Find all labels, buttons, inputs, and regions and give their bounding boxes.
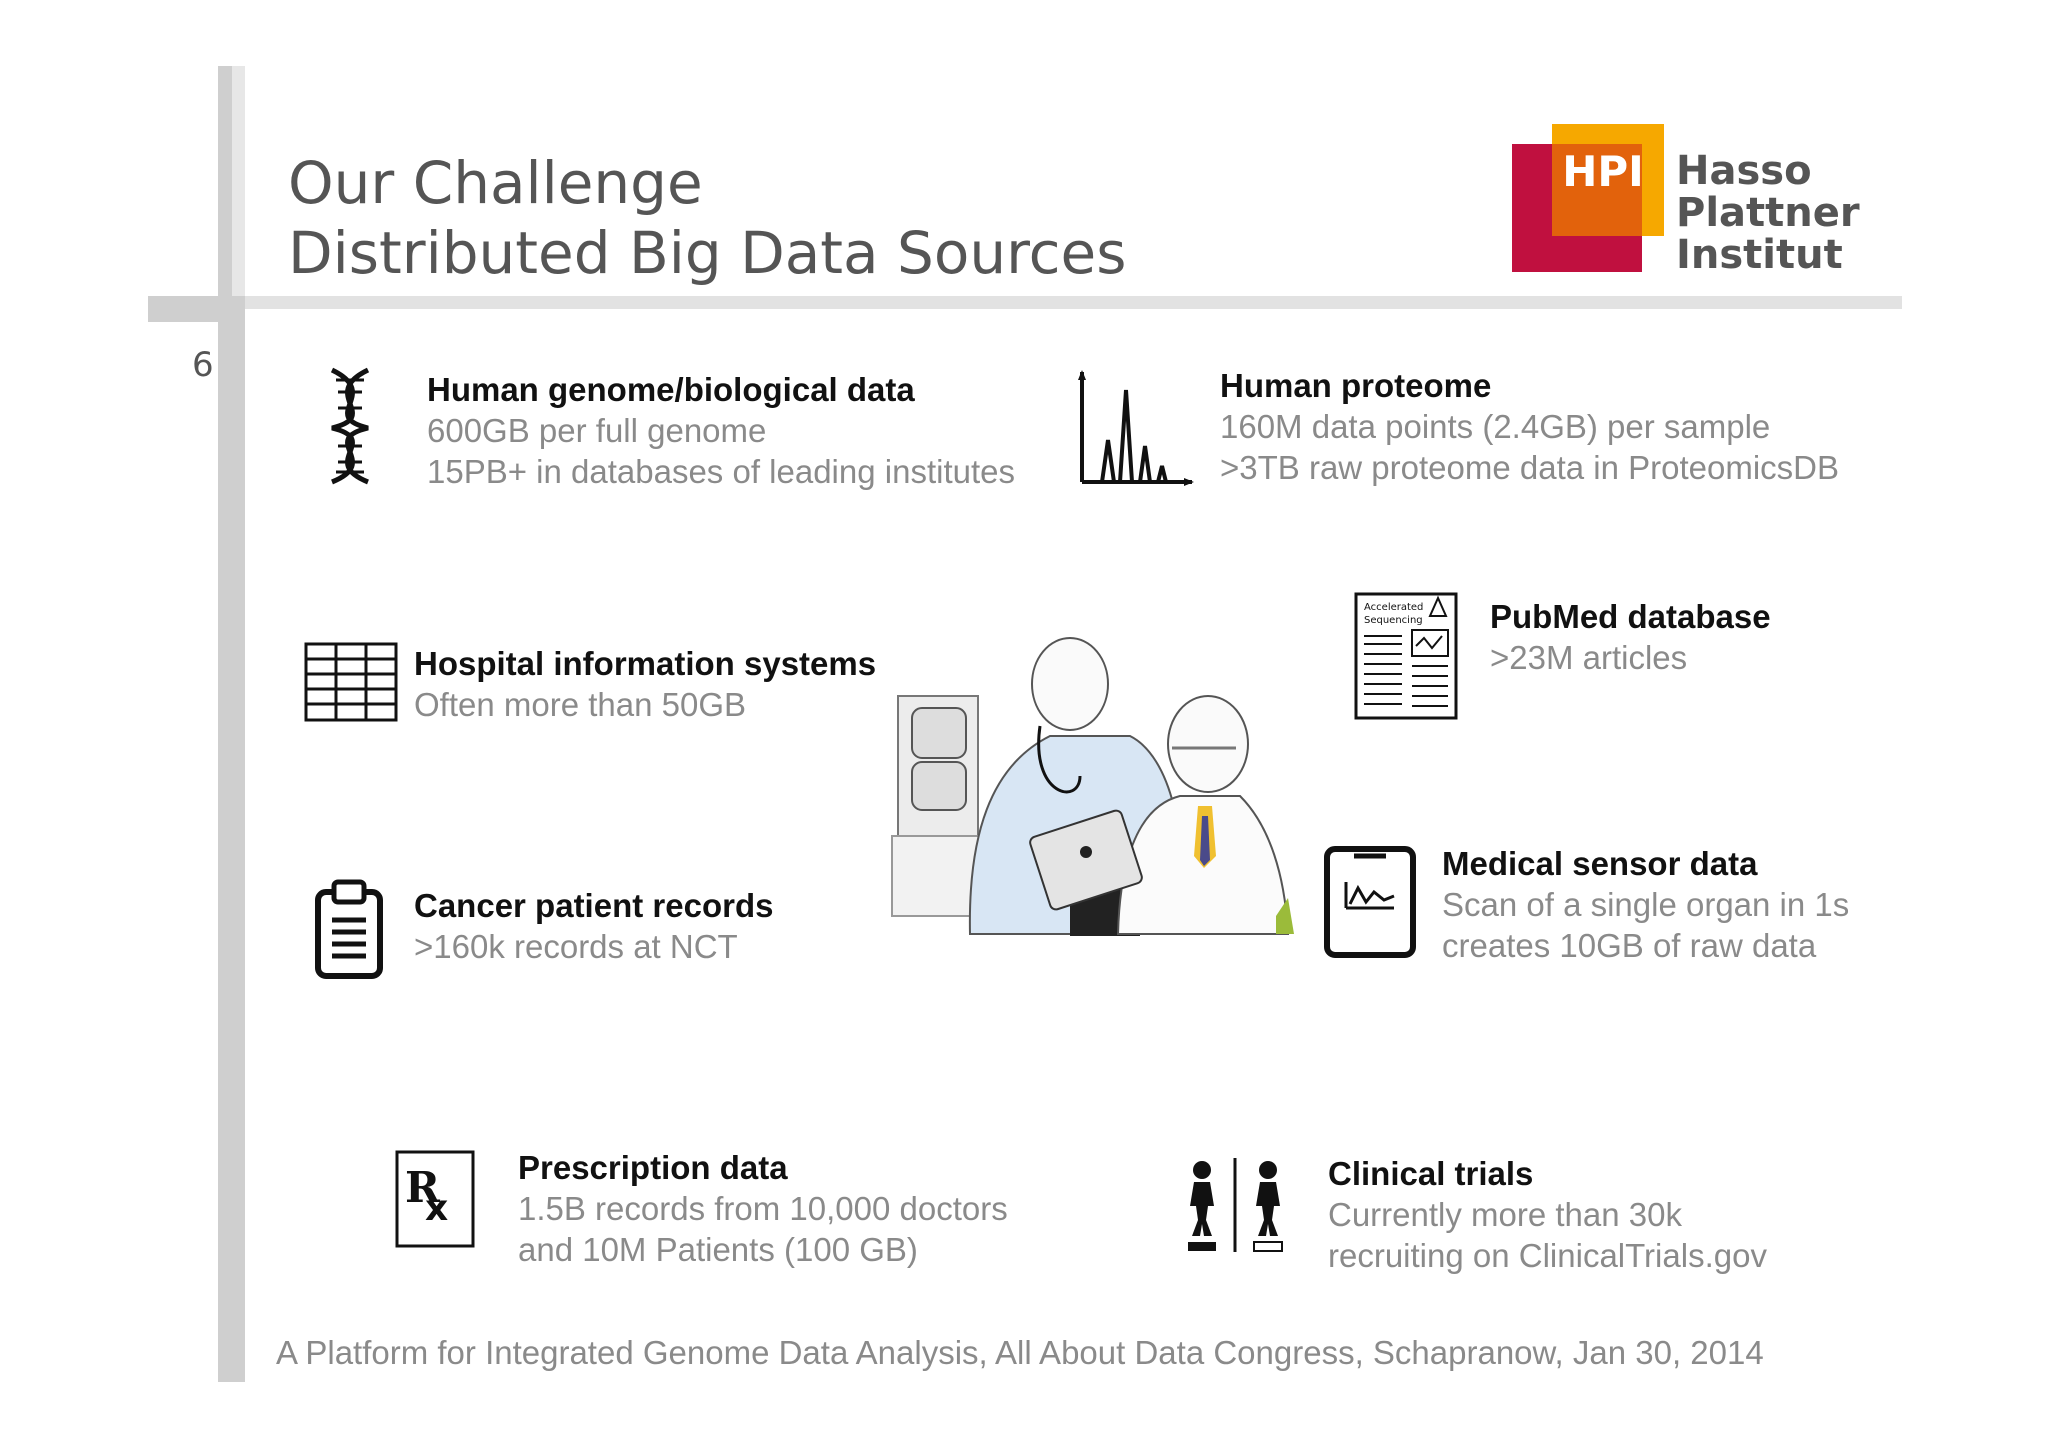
item-title: Human proteome [1220,367,1492,404]
item-line: >23M articles [1490,639,1688,676]
hpi-logo: HPI [1512,124,1842,274]
item-line: >160k records at NCT [414,928,738,965]
logo-orange-square [1552,144,1642,236]
dna-icon [330,367,370,485]
item-title: Prescription data [518,1149,788,1186]
item-cancer: Cancer patient records >160k records at … [414,886,773,967]
item-line: >3TB raw proteome data in ProteomicsDB [1220,449,1840,486]
item-title: Human genome/biological data [427,371,915,408]
icon-caption: Sequencing [1364,615,1423,626]
svg-text:R: R [405,1163,441,1212]
journal-article-icon: Accelerated Sequencing [1354,592,1458,720]
prescription-rx-icon: R x [395,1150,475,1248]
logo-abbr: HPI [1562,147,1644,196]
patients-icon [1188,1158,1283,1252]
logo-name-line1: Hasso [1676,148,1812,194]
item-title: Clinical trials [1328,1155,1534,1192]
logo-name-line2: Plattner [1676,190,1860,236]
item-line: 600GB per full genome [427,412,767,449]
doctors-illustration [891,637,1294,936]
clipboard-icon [315,879,383,979]
slide-footer: A Platform for Integrated Genome Data An… [276,1334,1764,1371]
slide-title: Our Challenge Distributed Big Data Sourc… [288,148,1126,288]
item-line: and 10M Patients (100 GB) [518,1231,918,1268]
item-line: creates 10GB of raw data [1442,927,1817,964]
item-line: Often more than 50GB [414,686,747,723]
item-title: Hospital information systems [414,645,877,682]
header-divider [245,296,1902,309]
item-prescription: Prescription data 1.5B records from 10,0… [518,1148,1008,1270]
header-divider-left [148,296,245,322]
logo-name-line3: Institut [1676,232,1843,278]
item-sensor: Medical sensor data Scan of a single org… [1442,844,1849,966]
slide-title-line2: Distributed Big Data Sources [288,219,1127,287]
item-line: Scan of a single organ in 1s [1442,886,1850,923]
left-vertical-bar-highlight [232,66,245,306]
item-hospital: Hospital information systems Often more … [414,644,876,725]
item-title: PubMed database [1490,598,1771,635]
slide-title-line1: Our Challenge [288,149,703,217]
item-line: 1.5B records from 10,000 doctors [518,1190,1008,1227]
item-title: Cancer patient records [414,887,774,924]
svg-text:x: x [425,1188,448,1229]
icon-caption: Accelerated [1364,602,1423,613]
item-clinical-trials: Clinical trials Currently more than 30k … [1328,1154,1767,1276]
tablet-monitor-icon [1324,846,1416,958]
item-genome: Human genome/biological data 600GB per f… [427,370,1015,492]
spectrum-chart-icon [1078,370,1194,486]
page-number: 6 [192,345,214,385]
item-line: 15PB+ in databases of leading institutes [427,453,1015,490]
item-line: 160M data points (2.4GB) per sample [1220,408,1771,445]
table-grid-icon [304,642,398,722]
item-line: Currently more than 30k [1328,1196,1682,1233]
hpi-logo-mark: HPI [1512,124,1664,272]
item-proteome: Human proteome 160M data points (2.4GB) … [1220,366,1839,488]
hpi-logo-name: Hasso Plattner Institut [1676,150,1860,276]
item-title: Medical sensor data [1442,845,1758,882]
item-pubmed: PubMed database >23M articles [1490,597,1771,678]
item-line: recruiting on ClinicalTrials.gov [1328,1237,1767,1274]
